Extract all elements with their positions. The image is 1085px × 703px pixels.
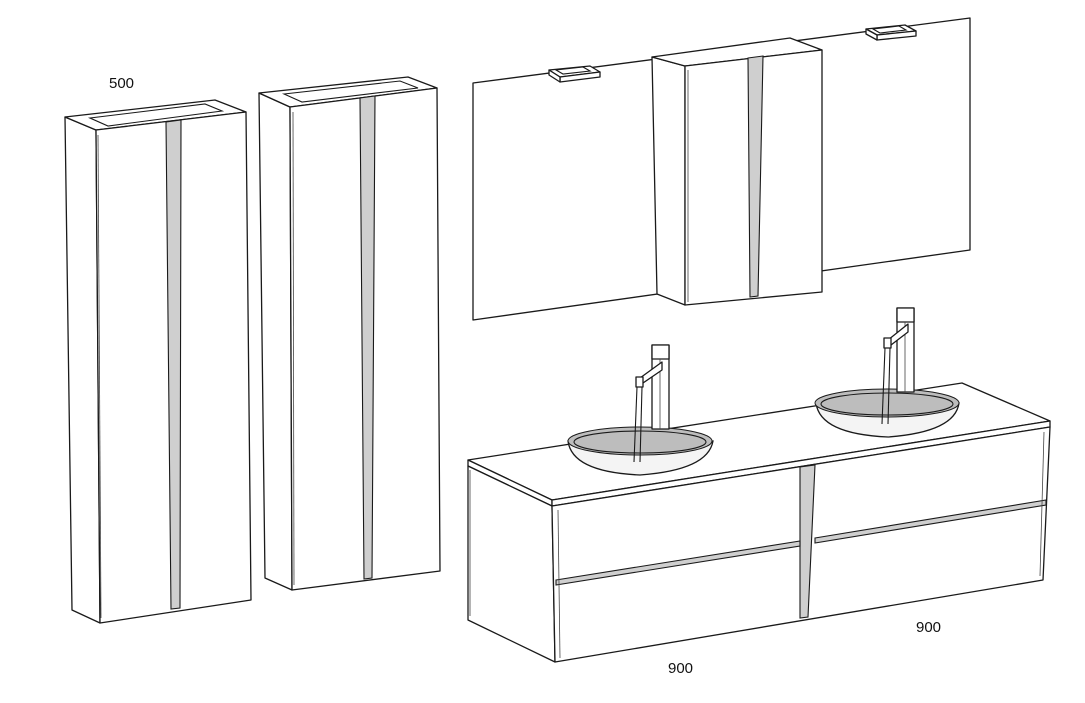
tall-cabinet-right-door-gap	[359, 95, 376, 580]
dimension-label-vanity-right: 900	[916, 619, 941, 636]
dimension-label-tall-unit: 500	[109, 75, 134, 92]
tall-cabinet-left-door-gap	[165, 119, 182, 610]
faucet-right	[881, 307, 915, 425]
mirror-lamp-right	[865, 24, 917, 41]
tall-cabinet-left-side	[64, 116, 101, 624]
tall-cabinet-right-side	[258, 92, 293, 591]
mirror-lamp-left	[548, 65, 601, 83]
faucet-left	[633, 344, 670, 463]
drawer-gap-right	[814, 499, 1047, 544]
mirror-cabinet	[651, 37, 823, 306]
tall-cabinet-left	[64, 99, 252, 624]
basin-right	[814, 388, 960, 438]
vanity-module-split	[799, 464, 816, 619]
mirror-cabinet-door-gap	[747, 55, 764, 298]
drawer-gap-left	[555, 540, 801, 586]
dimension-label-vanity-left: 900	[668, 660, 693, 677]
tall-cabinet-right	[258, 76, 441, 591]
mirror-cabinet-side	[651, 56, 686, 306]
vanity	[467, 382, 1051, 663]
